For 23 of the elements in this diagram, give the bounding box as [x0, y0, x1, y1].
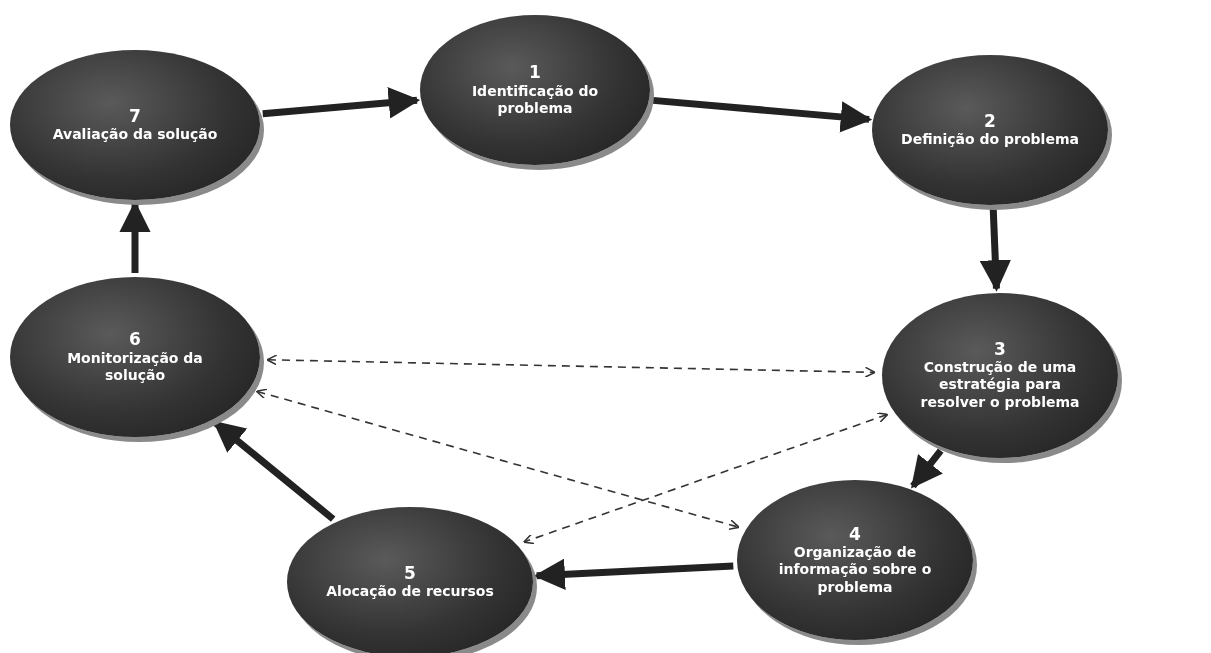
step-label: Definição do problema: [901, 131, 1079, 149]
arrow: [262, 87, 421, 119]
dashed-arrow: [266, 354, 876, 378]
arrow: [533, 558, 734, 591]
step-number: 6: [129, 329, 141, 350]
arrow: [652, 96, 873, 133]
step-number: 4: [849, 523, 861, 544]
arrow: [212, 420, 336, 522]
dashed-arrow: [522, 412, 889, 545]
step-label: Avaliação da solução: [52, 126, 218, 144]
step-label: Construção de uma estratégia para resolver o problema: [919, 358, 1081, 412]
step-number: 3: [994, 338, 1006, 359]
step-label: Monitorização da solução: [66, 349, 204, 385]
dashed-arrow: [255, 388, 740, 531]
step-number: 7: [129, 106, 141, 127]
step-label: Organização de informação sobre o problema: [777, 543, 933, 597]
step-number: 5: [404, 563, 416, 584]
step-label: Alocação de recursos: [326, 583, 494, 601]
step-label: Identificação do problema: [470, 82, 600, 118]
step-number: 2: [984, 111, 996, 132]
arrow: [979, 208, 1012, 292]
arrow: [910, 448, 944, 489]
step-number: 1: [529, 62, 541, 83]
